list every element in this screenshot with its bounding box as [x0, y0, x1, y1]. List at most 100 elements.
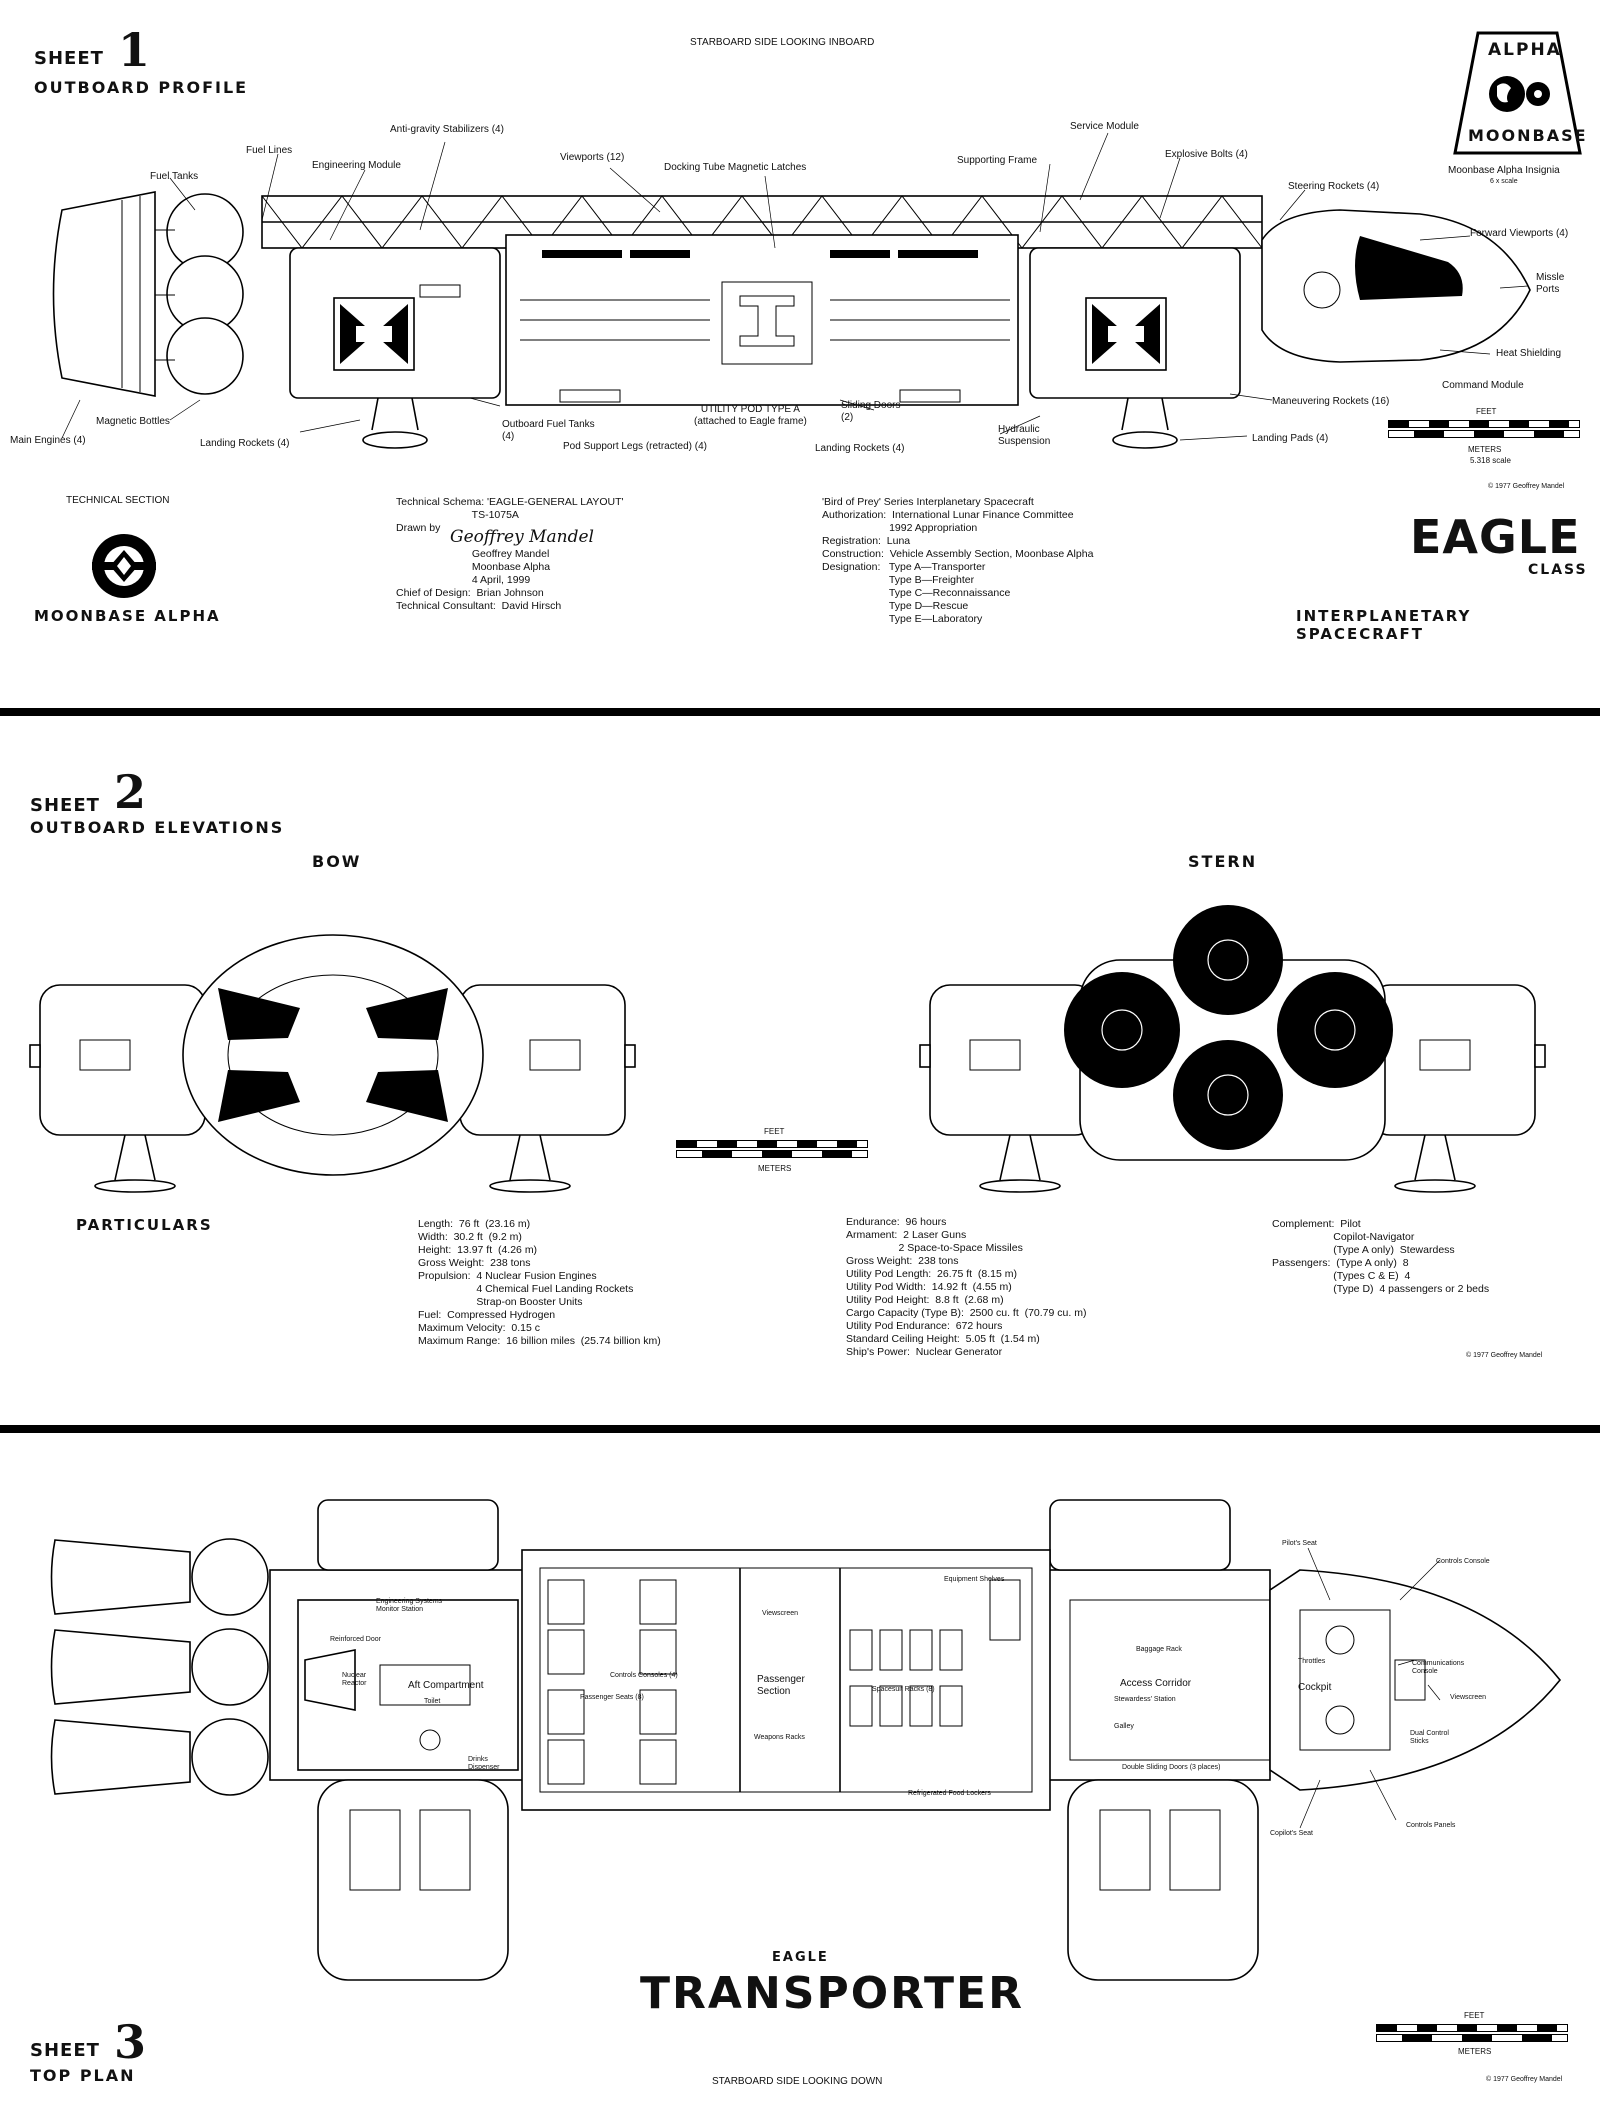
sheet3-view-caption: STARBOARD SIDE LOOKING DOWN: [712, 2076, 883, 2087]
scale1-feet: FEET: [1476, 407, 1497, 416]
utility-pod: [505, 234, 1019, 406]
bow-elevation: [29, 934, 636, 1193]
sheet1-subtitle: OUTBOARD PROFILE: [34, 78, 249, 97]
class-label: CLASS: [1528, 562, 1588, 578]
label-access-corridor: Access Corridor: [1120, 1678, 1192, 1689]
label-sliding-doors: Sliding Doors (2): [841, 400, 901, 423]
passenger-pod: [521, 1549, 1051, 1811]
scale3-meters: METERS: [1458, 2047, 1492, 2056]
main-engine-bells: [52, 191, 156, 397]
insignia-caption: Moonbase Alpha Insignia: [1448, 165, 1560, 176]
sheet3-label: SHEET: [30, 2040, 100, 2061]
label-missle-ports: Missle Ports: [1536, 272, 1565, 295]
fwd-service-module: [1029, 247, 1241, 399]
eagle-top-plan-drawing: [50, 1499, 1562, 1981]
label-engineering-module: Engineering Module: [312, 160, 401, 171]
sheet1-number: 1: [118, 23, 151, 77]
scale2-meters: METERS: [758, 1164, 792, 1173]
transporter-title: TRANSPORTER: [640, 1968, 1024, 2019]
label-magnetic-bottles: Magnetic Bottles: [96, 416, 170, 427]
label-viewscreen-mid: Viewscreen: [762, 1610, 799, 1617]
moonbase-alpha-label: MOONBASE ALPHA: [34, 607, 221, 625]
scale-bar-1-meters: [1388, 430, 1580, 438]
label-main-engines: Main Engines (4): [10, 435, 86, 446]
label-command-module: Command Module: [1442, 380, 1524, 391]
sheet3-copyright: © 1977 Geoffrey Mandel: [1486, 2076, 1563, 2083]
particulars-column-2: Endurance: 96 hours Armament: 2 Laser Gu…: [846, 1216, 1087, 1358]
scale-bar-2: [676, 1140, 868, 1148]
stern-heading: STERN: [1188, 852, 1258, 871]
label-refrigerated-lockers: Refrigerated Food Lockers: [908, 1790, 991, 1797]
badge-top-text: ALPHA: [1488, 40, 1562, 60]
landing-legs: [362, 397, 1178, 449]
sheet1-copyright: © 1977 Geoffrey Mandel: [1488, 483, 1565, 490]
label-galley: Galley: [1114, 1723, 1134, 1730]
sheet2-number: 2: [114, 765, 147, 819]
label-antigravity-stabilizers: Anti-gravity Stabilizers (4): [390, 124, 504, 135]
label-reinforced-door: Reinforced Door: [330, 1636, 381, 1643]
sheet-divider-1: [0, 708, 1600, 716]
technical-section-label: TECHNICAL SECTION: [66, 495, 170, 506]
label-fuel-lines: Fuel Lines: [246, 145, 293, 156]
fuel-tank-spheres: [155, 193, 244, 395]
label-copilots-seat: Copilot's Seat: [1270, 1830, 1313, 1837]
label-viewscreen-fwd: Viewscreen: [1450, 1694, 1487, 1701]
top-engine-bells: [50, 1538, 269, 1796]
sheet1-label: SHEET: [34, 48, 104, 69]
label-hydraulic-suspension: Hydraulic Suspension: [998, 424, 1051, 447]
scale2-feet: FEET: [764, 1127, 785, 1136]
label-forward-viewports: Forward Viewports (4): [1470, 228, 1569, 239]
label-double-doors: Double Sliding Doors (3 places): [1122, 1764, 1221, 1771]
label-drinks-dispenser: Drinks Dispenser: [468, 1756, 500, 1771]
label-landing-pads: Landing Pads (4): [1252, 433, 1329, 444]
sheet-divider-2: [0, 1425, 1600, 1433]
label-explosive-bolts: Explosive Bolts (4): [1165, 149, 1248, 160]
scale-bar-3: [1376, 2024, 1568, 2032]
sheet2-copyright: © 1977 Geoffrey Mandel: [1466, 1352, 1543, 1359]
scale3-feet: FEET: [1464, 2011, 1485, 2020]
sheet2-subtitle: OUTBOARD ELEVATIONS: [30, 818, 285, 837]
label-spacesuit-racks: Spacesuit Racks (8): [872, 1686, 935, 1693]
bow-heading: BOW: [312, 852, 362, 871]
alpha-moonbase-badge: ALPHA MOONBASE: [1450, 28, 1588, 158]
technical-section-emblem-icon: [92, 534, 156, 598]
label-controls-panels: Controls Panels: [1406, 1822, 1456, 1829]
label-controls-console: Controls Console: [1436, 1558, 1490, 1565]
label-docking-latches: Docking Tube Magnetic Latches: [664, 162, 807, 173]
particulars-column-3: Complement: Pilot Copilot-Navigator (Typ…: [1272, 1218, 1490, 1295]
aft-service-module: [289, 247, 501, 399]
designer-signature: Geoffrey Mandel: [450, 527, 594, 547]
callout-leader-lines: [61, 132, 1529, 441]
sheet3-number: 3: [114, 2015, 147, 2069]
side-pods: [317, 1499, 1259, 1981]
sheet1-view-caption: STARBOARD SIDE LOOKING INBOARD: [690, 37, 875, 48]
label-aft-compartment: Aft Compartment: [408, 1680, 484, 1691]
label-weapons-racks: Weapons Racks: [754, 1734, 805, 1741]
badge-bottom-text: MOONBASE: [1468, 126, 1588, 145]
label-comm-console: Communications Console: [1412, 1660, 1465, 1675]
aft-compartment: [297, 1599, 519, 1771]
insignia-scale: 6 x scale: [1490, 178, 1518, 185]
label-passenger-seats: Passenger Seats (8): [580, 1694, 644, 1701]
particulars-column-1: Length: 76 ft (23.16 m) Width: 30.2 ft (…: [418, 1218, 661, 1347]
label-outboard-fuel-tanks: Outboard Fuel Tanks (4): [502, 419, 595, 442]
sheet3-subtitle: TOP PLAN: [30, 2066, 136, 2085]
eagle-title: EAGLE: [1410, 510, 1581, 564]
scale-bar-2-meters: [676, 1150, 868, 1158]
label-steering-rockets: Steering Rockets (4): [1288, 181, 1380, 192]
label-controls-consoles: Controls Consoles (4): [610, 1672, 678, 1679]
label-pilots-seat: Pilot's Seat: [1282, 1540, 1317, 1547]
label-baggage-rack: Baggage Rack: [1136, 1646, 1182, 1653]
label-passenger-section: Passenger Section: [757, 1674, 805, 1697]
label-pod-support-legs: Pod Support Legs (retracted) (4): [563, 441, 707, 452]
top-plan-leader-lines: [1299, 1547, 1441, 1829]
eagle-bow-stern-elevations: [29, 905, 1546, 1193]
label-cockpit: Cockpit: [1298, 1682, 1332, 1693]
label-nuclear-reactor: Nuclear Reactor: [342, 1672, 367, 1687]
sheet2-label: SHEET: [30, 795, 100, 816]
label-viewports: Viewports (12): [560, 152, 625, 163]
label-utility-pod: UTILITY POD TYPE A (attached to Eagle fr…: [694, 404, 807, 427]
label-equipment-shelves: Equipment Shelves: [944, 1576, 1005, 1583]
moonbase-badge-icon: [1453, 31, 1582, 155]
label-toilet: Toilet: [424, 1698, 441, 1705]
